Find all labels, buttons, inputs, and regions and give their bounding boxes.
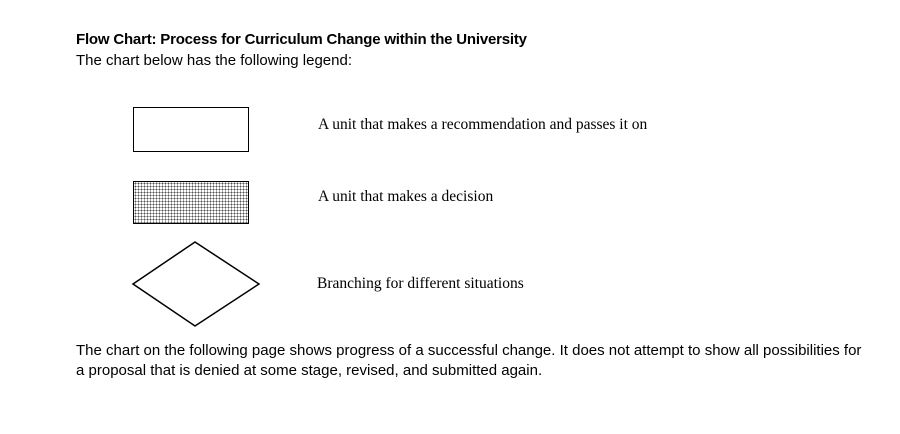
footer-paragraph: The chart on the following page shows pr… (76, 342, 862, 379)
legend-rectangle-shape (133, 107, 249, 152)
legend-diamond-shape (131, 241, 261, 327)
legend-dotted-rectangle-shape (133, 181, 249, 224)
legend-decision-text: A unit that makes a decision (318, 188, 494, 205)
legend-intro: The chart below has the following legend… (76, 52, 353, 69)
document-heading: Flow Chart: Process for Curriculum Chang… (76, 31, 527, 48)
legend-branching-text: Branching for different situations (317, 275, 524, 292)
legend-recommendation-text: A unit that makes a recommendation and p… (318, 116, 648, 133)
